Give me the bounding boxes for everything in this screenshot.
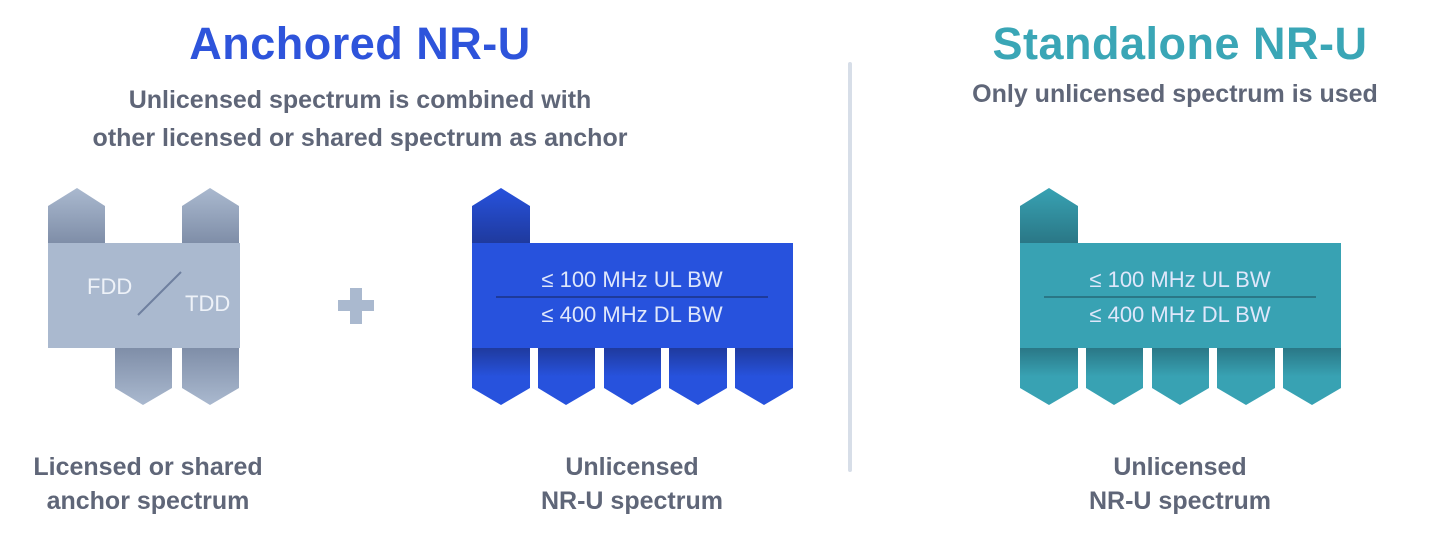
ul-bandwidth-label: ≤ 100 MHz UL BW — [541, 267, 722, 292]
anchored-unlicensed-block: ≤ 100 MHz UL BW ≤ 400 MHz DL BW — [472, 188, 793, 405]
dl-bandwidth-label: ≤ 400 MHz DL BW — [541, 302, 722, 327]
anchor-carrier-up — [182, 188, 239, 243]
anchored-subtitle-line1: Unlicensed spectrum is combined with — [128, 86, 592, 114]
anchored-unlicensed-caption-line2: NR-U spectrum — [541, 487, 723, 515]
anchor-carrier-up — [48, 188, 105, 243]
standalone-title: Standalone NR-U — [992, 18, 1368, 69]
standalone-subtitle: Only unlicensed spectrum is used — [972, 80, 1378, 108]
tdd-label: TDD — [185, 291, 230, 316]
anchored-title: Anchored NR-U — [189, 18, 531, 69]
anchored-subtitle-line2: other licensed or shared spectrum as anc… — [92, 124, 628, 152]
section-divider — [848, 62, 852, 472]
anchor-spectrum-block: FDD TDD — [48, 188, 240, 405]
standalone-unlicensed-block: ≤ 100 MHz UL BW ≤ 400 MHz DL BW — [1020, 188, 1341, 405]
anchor-caption-line2: anchor spectrum — [46, 487, 250, 515]
anchor-carrier-down — [115, 348, 172, 405]
anchored-unlicensed-caption-line1: Unlicensed — [565, 453, 699, 481]
fdd-label: FDD — [87, 274, 132, 299]
anchor-caption-line1: Licensed or shared — [33, 453, 263, 481]
dl-bandwidth-label: ≤ 400 MHz DL BW — [1089, 302, 1270, 327]
anchor-carrier-down — [182, 348, 239, 405]
standalone-caption-line2: NR-U spectrum — [1089, 487, 1271, 515]
plus-icon — [338, 288, 374, 324]
ul-bandwidth-label: ≤ 100 MHz UL BW — [1089, 267, 1270, 292]
standalone-caption-line1: Unlicensed — [1113, 453, 1247, 481]
